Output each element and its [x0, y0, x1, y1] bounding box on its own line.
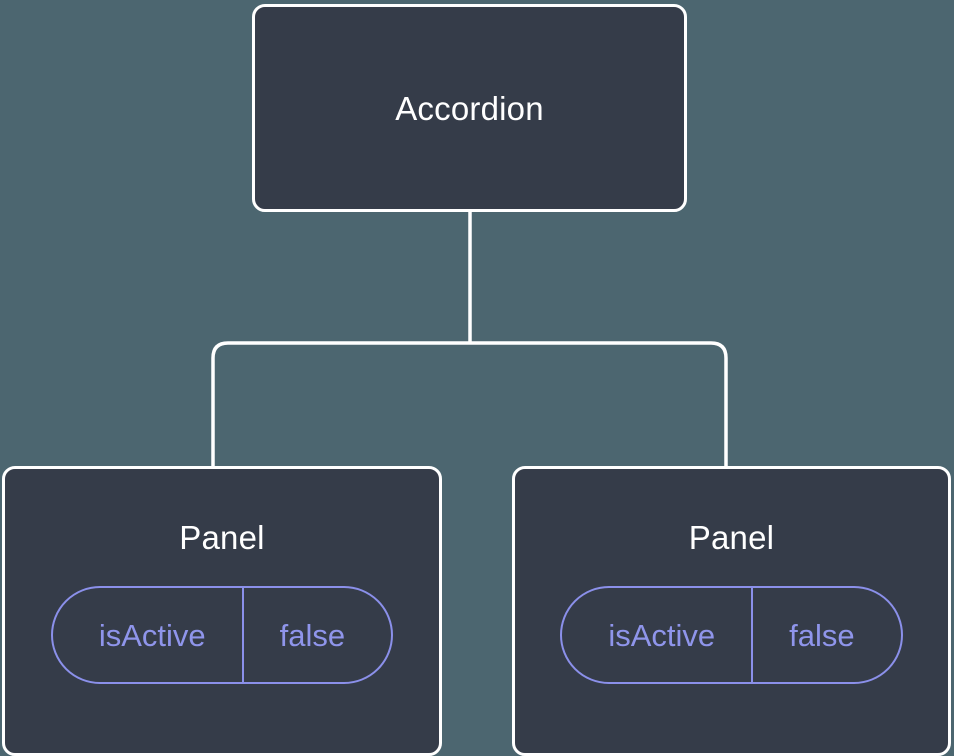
edge-branch-right — [470, 341, 728, 468]
state-badge-key: isActive — [98, 617, 206, 653]
node-title: Panel — [179, 519, 265, 556]
edge-branch-left — [211, 341, 470, 468]
state-badge-key: isActive — [608, 617, 716, 653]
component-tree-canvas: Accordion Panel isActive false Panel isA… — [2, 4, 951, 756]
node-panel-1[interactable]: Panel isActive false — [512, 466, 951, 756]
state-badge-value: false — [241, 588, 391, 682]
node-title: Accordion — [395, 89, 544, 127]
node-title: Panel — [688, 519, 775, 556]
state-badge-value: false — [751, 588, 900, 682]
node-accordion[interactable]: Accordion — [252, 4, 687, 212]
node-panel-0[interactable]: Panel isActive false — [2, 466, 442, 756]
state-badge-is-active[interactable]: isActive false — [50, 586, 394, 684]
state-badge-is-active[interactable]: isActive false — [560, 586, 903, 684]
